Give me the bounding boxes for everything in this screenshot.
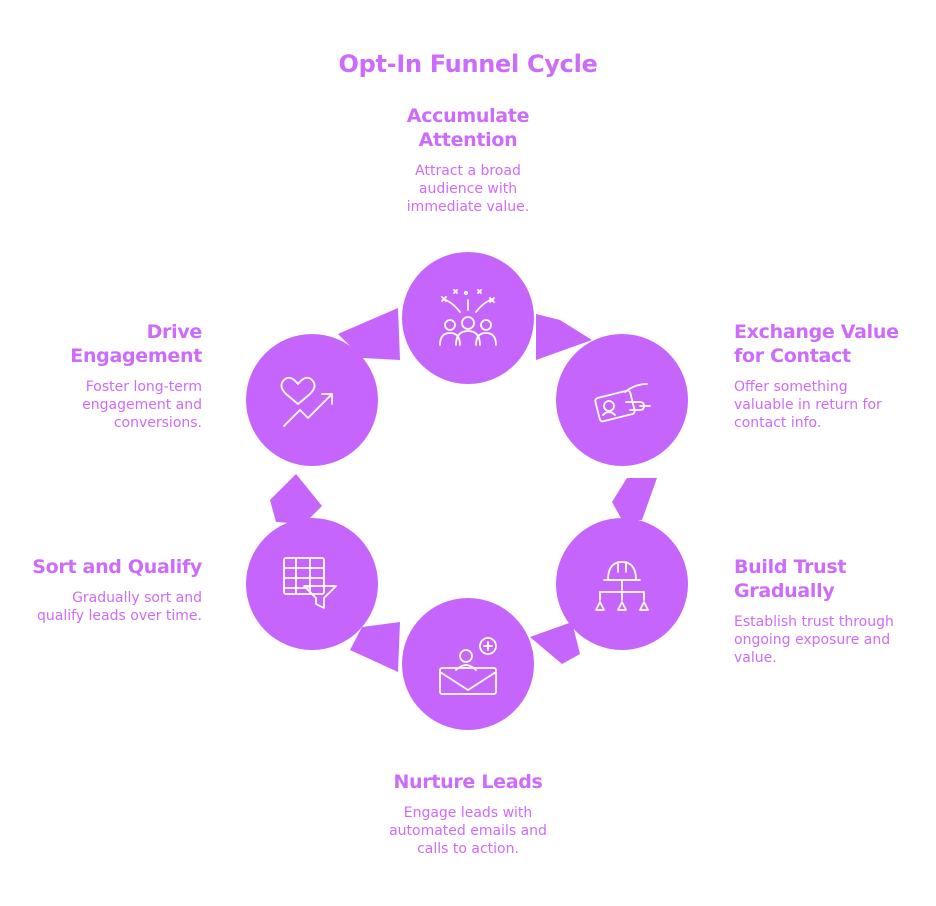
step-description: Foster long-term engagement and conversi… <box>82 379 202 431</box>
arrow-4-to-5 <box>350 622 400 672</box>
step-label-exchange-value: Exchange Value for Contact Offer somethi… <box>734 320 924 432</box>
arrow-2-to-3 <box>612 478 657 520</box>
table-filter-icon <box>283 557 337 609</box>
cycle-arrows <box>270 308 657 672</box>
step-heading: Sort and Qualify <box>32 556 202 578</box>
step-heading: Build Trust Gradually <box>734 556 847 602</box>
step-description: Engage leads with automated emails and c… <box>389 805 547 857</box>
heart-growth-icon <box>280 376 333 427</box>
step-circle-sort-qualify <box>246 518 378 650</box>
step-label-sort-qualify: Sort and Qualify Gradually sort and qual… <box>20 555 202 625</box>
step-heading: Nurture Leads <box>393 771 543 793</box>
step-description: Gradually sort and qualify leads over ti… <box>37 590 202 624</box>
step-heading: Drive Engagement <box>70 321 202 367</box>
step-description: Establish trust through ongoing exposure… <box>734 614 894 666</box>
step-label-nurture-leads: Nurture Leads Engage leads with automate… <box>340 770 596 858</box>
step-circle-accumulate-attention <box>402 252 534 384</box>
diagram-title: Opt-In Funnel Cycle <box>338 50 598 78</box>
email-add-contact-icon <box>439 637 497 695</box>
arrow-5-to-6 <box>270 474 322 524</box>
arrow-6-to-1 <box>338 308 400 360</box>
contact-card-exchange-icon <box>594 383 651 423</box>
audience-fireworks-icon <box>439 289 497 346</box>
step-circle-exchange-value <box>556 334 688 466</box>
step-circle-nurture-leads <box>402 598 534 730</box>
hierarchy-hardhat-icon <box>595 561 649 611</box>
step-description: Attract a broad audience with immediate … <box>406 163 530 215</box>
step-label-accumulate-attention: Accumulate Attention Attract a broad aud… <box>340 104 596 216</box>
arrow-3-to-4 <box>530 622 580 664</box>
step-label-build-trust: Build Trust Gradually Establish trust th… <box>734 555 924 667</box>
step-description: Offer something valuable in return for c… <box>734 379 882 431</box>
step-circle-drive-engagement <box>246 334 378 466</box>
arrow-1-to-2 <box>536 314 592 360</box>
step-heading: Exchange Value for Contact <box>734 321 899 367</box>
step-label-drive-engagement: Drive Engagement Foster long-term engage… <box>20 320 202 432</box>
step-heading: Accumulate Attention <box>406 105 530 151</box>
